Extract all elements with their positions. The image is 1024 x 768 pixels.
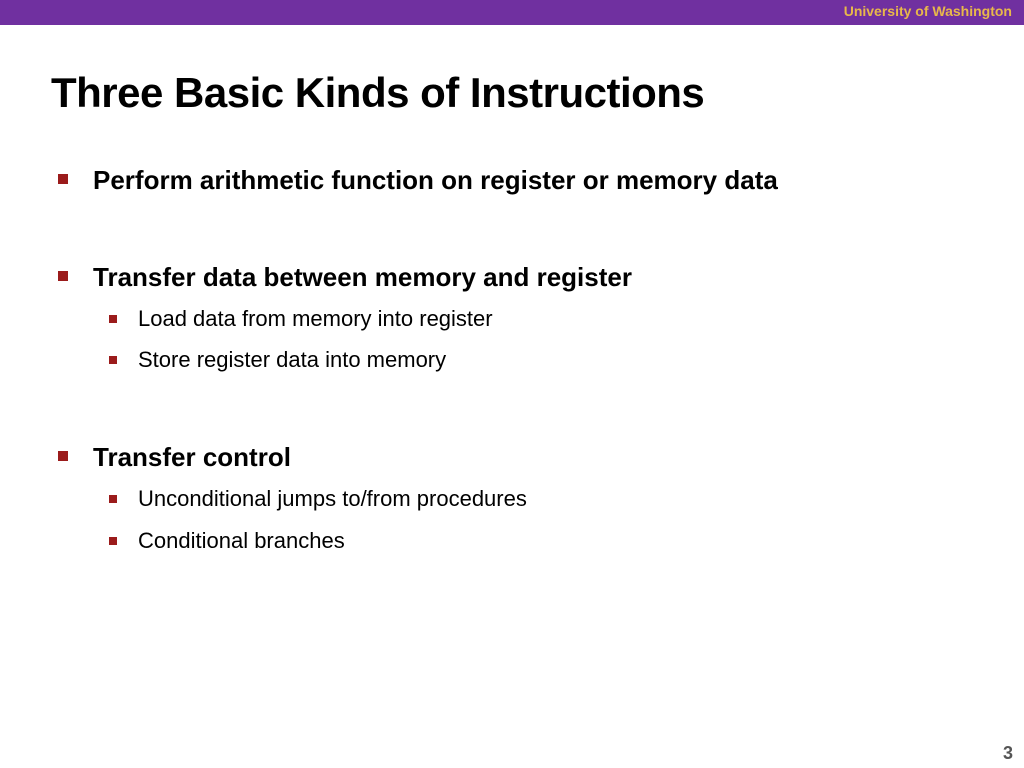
square-sub-bullet-icon [109, 495, 117, 503]
sub-bullet-text: Conditional branches [138, 528, 345, 553]
square-sub-bullet-icon [109, 537, 117, 545]
sub-bullet-item: Conditional branches [57, 526, 997, 564]
square-sub-bullet-icon [109, 356, 117, 364]
bullet-item: Perform arithmetic function on register … [57, 163, 997, 197]
sub-bullet-text: Store register data into memory [138, 347, 447, 372]
bullet-item: Transfer data between memory and registe… [57, 260, 997, 294]
bullet-text: Perform arithmetic function on register … [93, 165, 778, 195]
sub-bullet-item: Unconditional jumps to/from procedures [57, 484, 997, 522]
bullet-item: Transfer control [57, 440, 997, 474]
institution-name: University of Washington [843, 3, 1012, 19]
sub-bullet-item: Load data from memory into register [57, 304, 997, 342]
bullet-group-control-transfer: Transfer control Unconditional jumps to/… [57, 440, 997, 564]
square-bullet-icon [58, 451, 68, 461]
square-bullet-icon [58, 174, 68, 184]
sub-bullet-text: Load data from memory into register [138, 306, 493, 331]
square-sub-bullet-icon [109, 315, 117, 323]
square-bullet-icon [58, 271, 68, 281]
page-number: 3 [1002, 743, 1013, 763]
sub-bullet-item: Store register data into memory [57, 345, 997, 383]
bullet-group-arithmetic: Perform arithmetic function on register … [57, 163, 997, 197]
bullet-text: Transfer control [93, 442, 291, 472]
bullet-group-data-transfer: Transfer data between memory and registe… [57, 260, 997, 383]
header-bar: University of Washington [0, 0, 1024, 25]
bullet-text: Transfer data between memory and registe… [93, 262, 632, 292]
slide-title: Three Basic Kinds of Instructions [51, 69, 705, 116]
sub-bullet-text: Unconditional jumps to/from procedures [138, 486, 527, 511]
